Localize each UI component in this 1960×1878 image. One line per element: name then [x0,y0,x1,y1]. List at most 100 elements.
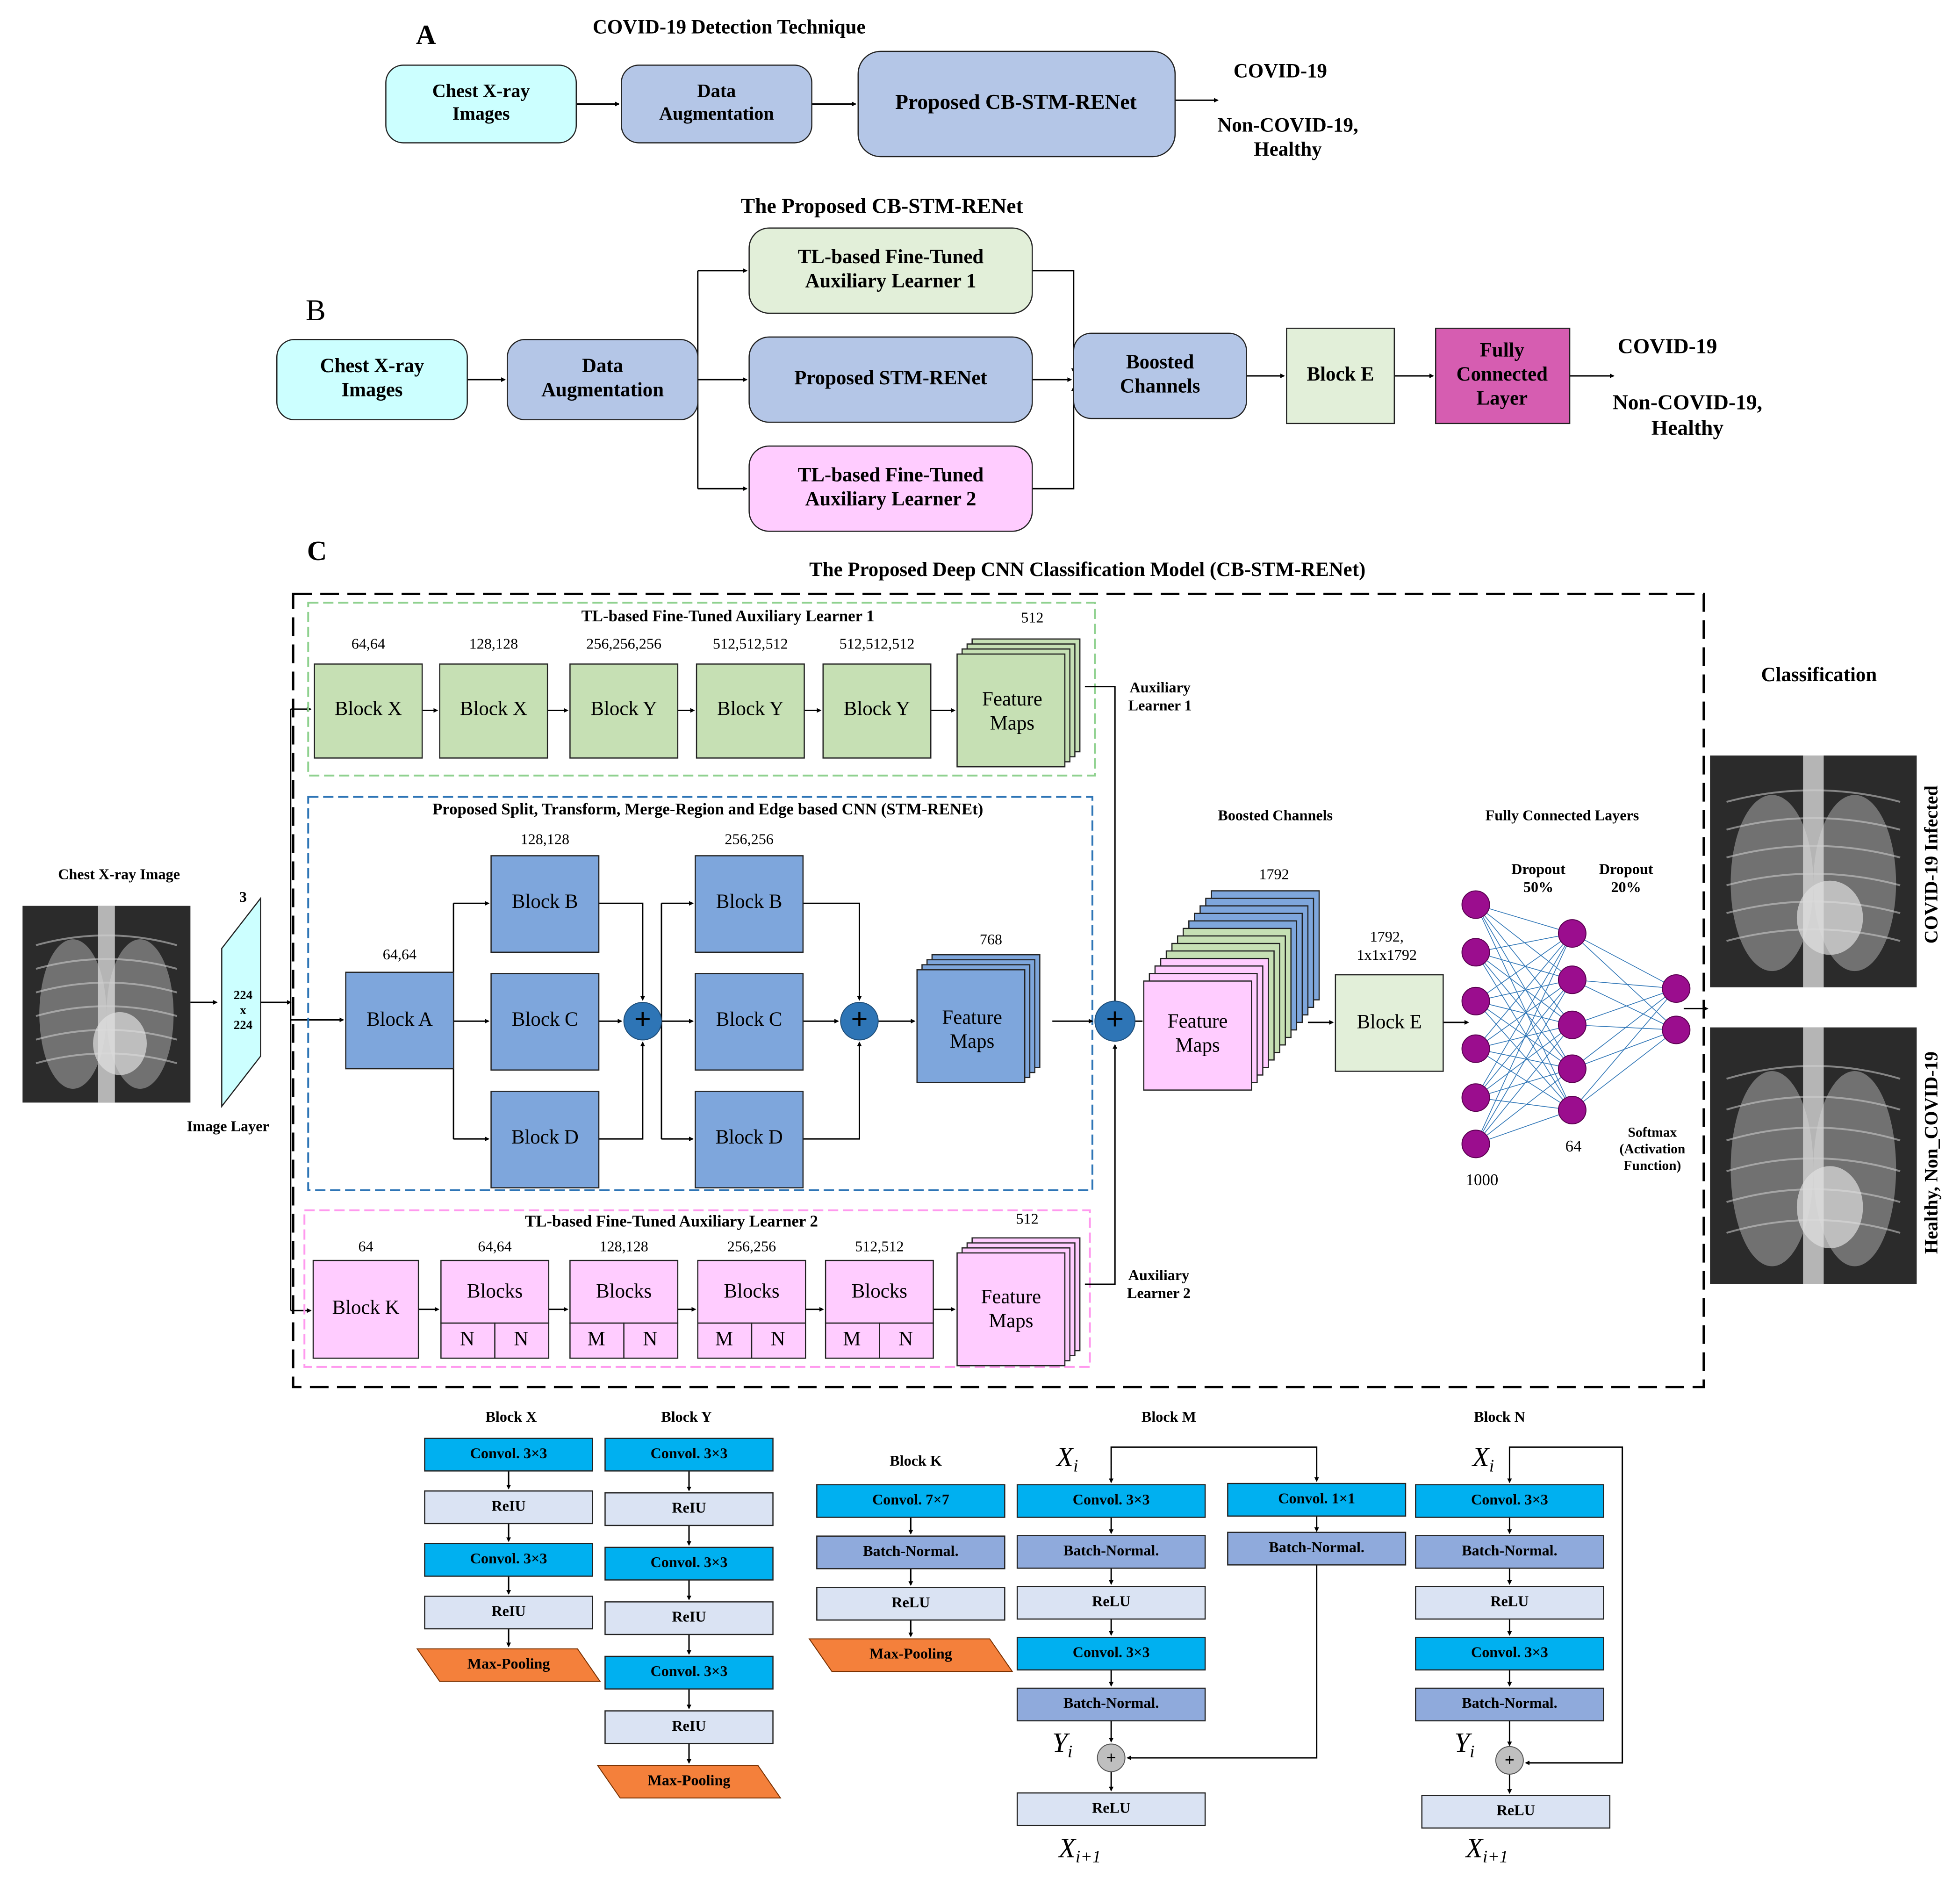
fc-neuron-l2 [1558,1054,1587,1083]
image-layer-label-line: Image Layer [187,1117,269,1134]
detail-block-n-title: Block N [1474,1408,1525,1425]
fc-edge [1475,904,1572,980]
detail-block-m-layer [1016,1636,1206,1671]
boost-merge-sign: + [1106,1001,1124,1037]
stm-col2-block [695,973,804,1071]
panel-a-augment-box [621,65,812,144]
detail-block-m-layer [1016,1586,1206,1620]
fc-neuron-l2 [1558,965,1587,994]
detail-block-x-layer [424,1490,593,1525]
aux1-block-label: Block Y [717,698,784,720]
detail-block-n-layer [1421,1795,1611,1829]
aux1-block-label-line: Block Y [717,698,784,720]
panel-a-model-label-line: Proposed CB-STM-RENet [895,90,1137,114]
fc-edge [1475,1068,1572,1098]
fc-edge [1475,1024,1573,1144]
covid-xray-image-lung [1730,795,1814,971]
aux1-block-label-line: Block X [460,698,527,720]
detail-block-m-layer-label: Convol. 3×3 [1073,1491,1150,1508]
fc-edge [1475,1068,1572,1144]
image-layer-dim-line: 224 [234,1018,252,1032]
detail-block-y-layer-label: ReIU [672,1608,706,1625]
healthy-xray-image-lung [1730,1071,1814,1266]
aux2-sub-label: M [843,1328,861,1350]
panel-b-merge-line [1032,270,1076,373]
detail-block-k-title-line: Block K [890,1452,942,1469]
fc-neuron-l1 [1461,1083,1490,1112]
aux2-output-line [1084,1044,1118,1285]
aux1-side-label-line: Auxiliary [1129,679,1190,696]
stm-block-a-label-line: Block A [366,1008,433,1030]
detail-block-n-xo-main: X [1465,1832,1484,1863]
stm-col1-label-line: Block C [512,1008,578,1030]
stm-fm-label-line: Maps [950,1030,994,1052]
aux2-sub-block [751,1322,806,1359]
aux2-sub-block [697,1322,753,1359]
detail-block-x-layer-label-line: Max-Pooling [467,1655,550,1672]
panel-a-out2-line: Non-COVID-19, [1217,115,1358,137]
stm-size1-line: 128,128 [521,831,570,848]
aux1-side-label-line: Learner 1 [1128,697,1192,713]
aux2-title: TL-based Fine-Tuned Auxiliary Learner 2 [525,1212,818,1230]
detail-block-n-layer-label: Convol. 3×3 [1471,1491,1548,1508]
panel-b-input-label-line: Chest X-ray [320,355,424,377]
image-layer-dim-line: x [240,1003,246,1017]
detail-block-m-layer-label: ReLU [1092,1799,1130,1816]
fc-edge [1475,979,1572,1002]
detail-block-n-layer-label-line: Batch-Normal. [1462,1694,1558,1711]
panel-b-out2-line: Non-COVID-19, [1613,390,1762,414]
fc-edge [1475,1000,1572,1111]
aux1-block [314,663,423,759]
detail-block-m-layer-label-line: Batch-Normal. [1063,1694,1159,1711]
detail-block-m-layer-label: Batch-Normal. [1063,1694,1159,1711]
block-e-size-line: 1792, [1370,928,1404,945]
aux2-title-line: TL-based Fine-Tuned Auxiliary Learner 2 [525,1212,818,1230]
aux2-fm-size-line: 512 [1016,1210,1038,1227]
detail-block-n-layer-label: ReLU [1497,1802,1535,1819]
stm-merge-1-sign-line: + [634,1003,652,1036]
aux2-sub-label-line: N [771,1328,785,1350]
detail-block-m-skip-label-line: Batch-Normal. [1269,1539,1364,1555]
detail-block-m-skip-label: Batch-Normal. [1269,1539,1364,1555]
fc-edge [1475,933,1572,953]
panel-b-augment-label-line: Data [582,355,623,377]
detail-block-n-title-line: Block N [1474,1408,1525,1425]
stm-col2-label: Block C [716,1008,783,1030]
aux2-blocks-size: 128,128 [599,1238,648,1255]
healthy-xray-image-rib [1726,1095,1901,1111]
panel-b-boosted-box [1073,332,1247,419]
detail-block-m-skip-label: Convol. 1×1 [1278,1489,1355,1506]
panel-b-out1: COVID-19 [1618,334,1717,358]
stm-merge-2 [840,1002,879,1041]
panel-b-boosted-label-line: Channels [1120,375,1200,397]
aux2-sub-label: N [643,1328,657,1350]
detail-block-m-skip-label-line: Convol. 1×1 [1278,1489,1355,1506]
aux2-sub-label: N [898,1328,913,1350]
input-xray-image-lung [39,939,107,1089]
fc-edge [1475,904,1572,934]
detail-block-m-add [1097,1743,1126,1772]
panel-b-fc-box [1435,327,1571,425]
detail-block-k-layer-label-line: Convol. 7×7 [872,1491,949,1508]
detail-block-m-xo-sub: i+1 [1076,1847,1101,1866]
healthy-xray-image-rib [1726,1157,1901,1173]
detail-block-m-layer-label: Convol. 3×3 [1073,1643,1150,1660]
stm-col2-label: Block D [716,1126,783,1148]
detail-block-x-layer-label: Convol. 3×3 [470,1550,547,1567]
block-e-size-line: 1x1x1792 [1357,946,1417,963]
detail-block-y-layer-label: ReIU [672,1717,706,1734]
boost-merge [1094,1000,1136,1042]
panel-b-boosted-label-line: Boosted [1126,351,1194,373]
fc-edge [1475,979,1573,1144]
detail-block-m-layer-label: Batch-Normal. [1063,1542,1159,1559]
detail-block-m-layer-label-line: Batch-Normal. [1063,1542,1159,1559]
detail-block-m-skip-bn [1227,1532,1407,1566]
detail-block-n-add-sign: + [1505,1751,1515,1770]
fc-edge [1475,1109,1572,1144]
detail-block-m-xi-sub: i [1073,1456,1078,1475]
detail-block-n-xi-sub: i [1489,1456,1494,1475]
input-xray-image-rib [36,981,178,993]
